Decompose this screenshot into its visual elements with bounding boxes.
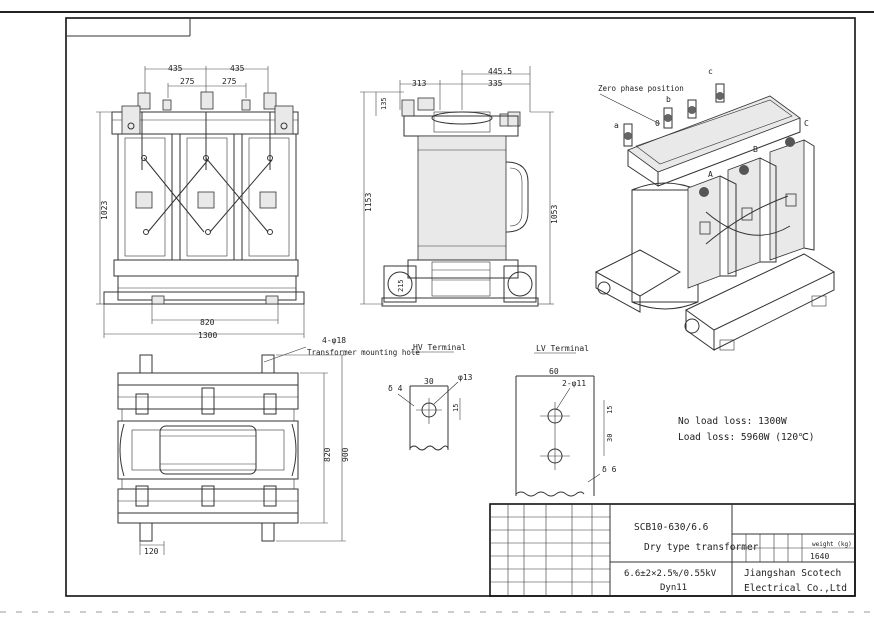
lv-dim-thickness: δ 6 (602, 465, 617, 474)
voltage-rating: 6.6±2×2.5%/0.55kV (624, 569, 717, 579)
terminal-B: B (753, 145, 758, 154)
iso-view: Zero phase position a 0 b c A B C (594, 67, 836, 351)
dim-front-1300: 1300 (198, 331, 217, 340)
terminal-A: A (708, 170, 713, 179)
hv-dim-thickness: δ 4 (388, 384, 403, 393)
load-loss: Load loss: 5960W (120℃) (678, 432, 815, 443)
lv-terminal-detail: LV Terminal 60 2-φ11 15 30 δ 6 (515, 344, 617, 497)
dim-side-215: 215 (397, 279, 405, 292)
transformer-type: Dry type transformer (644, 542, 759, 553)
loss-notes: No load loss: 1300W Load loss: 5960W (12… (678, 416, 815, 443)
lv-dim-width: 60 (549, 367, 559, 376)
hv-terminal-detail: HV Terminal 30 φ13 δ 4 15 (388, 343, 473, 451)
terminal-a: a (614, 121, 619, 130)
model-number: SCB10-630/6.6 (634, 522, 709, 533)
dim-side-445: 445.5 (488, 67, 512, 76)
vector-group: Dyn11 (660, 583, 687, 593)
dim-side-1153: 1153 (364, 193, 373, 212)
plan-view: 4-φ18 Transformer mounting hole (117, 336, 420, 556)
terminal-c: c (708, 67, 713, 76)
mount-hole-label: Transformer mounting hole (307, 348, 420, 357)
weight-label: weight (kg) (812, 541, 852, 548)
terminal-b: b (666, 95, 671, 104)
dim-front-height: 1023 (100, 201, 109, 220)
hv-dim-width: 30 (424, 377, 434, 386)
front-view: 435 435 275 275 (96, 64, 305, 340)
sheet-border (0, 11, 874, 613)
dim-plan-120: 120 (144, 547, 159, 556)
zero-phase-label: Zero phase position (598, 84, 684, 93)
title-block: SCB10-630/6.6 Dry type transformer weigh… (489, 503, 856, 597)
hv-dim-height: 15 (452, 404, 460, 412)
dim-side-335: 335 (488, 79, 503, 88)
lv-terminal-title: LV Terminal (536, 344, 589, 353)
dim-plan-900: 900 (341, 447, 350, 462)
dim-plan-820: 820 (323, 447, 332, 462)
dim-front-inner-1: 275 (180, 77, 195, 86)
lv-dim-holes: 2-φ11 (562, 379, 586, 388)
hv-terminal-title: HV Terminal (413, 343, 466, 352)
dim-front-top-2: 435 (230, 64, 245, 73)
mount-hole-callout: 4-φ18 (322, 336, 346, 345)
terminal-0: 0 (655, 119, 660, 128)
dim-side-1053: 1053 (550, 205, 559, 224)
dim-side-313: 313 (412, 79, 427, 88)
company-line-2: Electrical Co.,Ltd (744, 583, 847, 594)
lv-dim-top: 15 (606, 406, 614, 414)
dim-front-top-1: 435 (168, 64, 183, 73)
company-line-1: Jiangshan Scotech (744, 568, 841, 579)
terminal-C: C (804, 119, 809, 128)
weight-value: 1640 (810, 552, 829, 561)
lv-dim-spacing: 30 (606, 434, 614, 442)
dim-front-inner-2: 275 (222, 77, 237, 86)
side-view: 313 445.5 335 135 1153 215 (360, 66, 559, 307)
hv-dim-hole: φ13 (458, 373, 473, 382)
dim-side-135: 135 (380, 97, 388, 110)
no-load-loss: No load loss: 1300W (678, 416, 787, 427)
dim-front-820: 820 (200, 318, 215, 327)
